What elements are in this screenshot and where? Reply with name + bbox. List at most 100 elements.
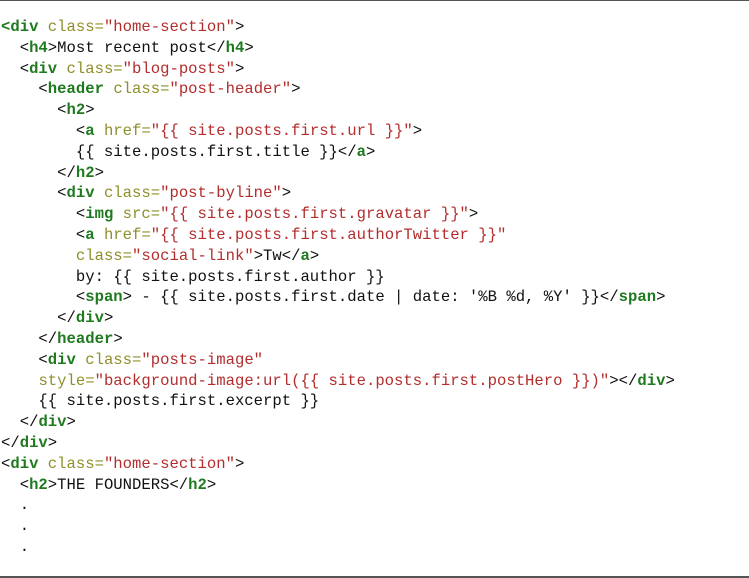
code-token-text: </ [1, 163, 76, 182]
code-line: {{ site.posts.first.excerpt }} [1, 391, 675, 412]
code-line: {{ site.posts.first.title }}</a> [1, 142, 675, 163]
code-token-text: . [1, 496, 30, 515]
code-line: <h2>THE FOUNDERS</h2> [1, 475, 675, 496]
code-token-string: "blog-posts" [122, 59, 235, 78]
code-token-text: > [234, 18, 245, 36]
code-token-tag: div [10, 454, 39, 473]
code-token-text: < [1, 101, 67, 120]
code-token-tag: div [29, 59, 58, 78]
code-token-string: "{{ site.posts.first.url }}" [150, 121, 413, 140]
code-token-text: > [468, 205, 479, 224]
code-token-tag: h4 [225, 38, 245, 57]
code-line: </div> [1, 433, 675, 454]
code-token-text: </ [1, 329, 58, 348]
code-line: <h4>Most recent post</h4> [1, 38, 675, 59]
code-token-attribute: src= [122, 205, 161, 224]
code-line: </div> [1, 308, 675, 329]
code-line: </h2> [1, 163, 675, 184]
code-token-string: "post-header" [169, 80, 292, 99]
code-token-text [95, 226, 104, 244]
code-token-attribute: class= [66, 59, 123, 78]
code-token-text: </ [1, 309, 76, 328]
code-token-text: < [1, 184, 67, 203]
code-token-text: {{ site.posts.first.excerpt }} [1, 392, 320, 411]
code-token-text: < [1, 454, 11, 473]
code-token-text: > [291, 80, 301, 99]
code-line: <header class="post-header"> [1, 79, 675, 100]
code-token-text: {{ site.posts.first.title }}</ [1, 142, 357, 161]
code-token-text: > [365, 142, 376, 161]
code-token-attribute: class= [47, 18, 104, 36]
code-token-string: "social-link" [132, 246, 254, 265]
code-token-text: > - {{ site.posts.first.date | date: '%B… [122, 288, 619, 307]
code-token-tag: <div [1, 18, 39, 36]
code-token-text: </ [1, 433, 20, 452]
code-token-attribute: class= [47, 454, 104, 473]
code-token-tag: a [300, 246, 310, 265]
code-token-text: > [281, 184, 292, 203]
code-token-tag: h2 [188, 475, 207, 494]
code-token-text: . [1, 517, 30, 536]
code-line: class="social-link">Tw</a> [1, 246, 675, 267]
code-token-text: < [1, 121, 86, 140]
code-token-text: > [656, 288, 666, 307]
code-token-text [76, 351, 85, 369]
code-token-text: > [113, 329, 123, 348]
code-line: . [1, 495, 675, 516]
code-token-text: >Most recent post</ [47, 38, 226, 57]
code-token-string: "post-byline" [160, 184, 282, 203]
code-token-text: >THE FOUNDERS</ [47, 475, 189, 494]
code-token-string: "background-image:url({{ site.posts.firs… [94, 371, 610, 390]
code-token-tag: h2 [66, 101, 86, 120]
code-token-attribute: class= [103, 184, 161, 203]
code-token-text: > [94, 163, 104, 182]
code-line: style="background-image:url({{ site.post… [1, 371, 674, 392]
code-token-text: by: {{ site.posts.first.author }} [1, 267, 385, 286]
code-line: <img src="{{ site.posts.first.gravatar }… [1, 204, 675, 225]
code-line: </header> [1, 329, 675, 350]
code-token-text: > [103, 309, 114, 328]
code-token-tag: span [85, 288, 123, 307]
code-token-attribute: class= [85, 350, 142, 369]
code-token-text: >Tw</ [253, 246, 301, 265]
code-token-text: ></ [609, 371, 638, 390]
code-token-tag: header [57, 329, 114, 348]
code-token-tag: a [356, 142, 366, 161]
code-token-tag: h4 [29, 38, 48, 57]
code-token-tag: h2 [75, 163, 95, 182]
code-token-text: < [1, 205, 86, 224]
code-token-tag: a [85, 225, 95, 244]
code-line: . [1, 516, 675, 537]
code-line: <a href="{{ site.posts.first.authorTwitt… [1, 225, 675, 246]
code-token-text: > [234, 454, 245, 473]
code-token-tag: div [19, 433, 48, 452]
code-token-string: "posts-image" [141, 350, 264, 369]
code-token-attribute: href= [103, 225, 151, 244]
code-token-tag: div [75, 309, 104, 328]
code-token-text [38, 455, 47, 473]
code-token-tag: div [38, 413, 67, 432]
code-line: <div class="blog-posts"> [1, 59, 675, 80]
code-token-tag: span [618, 288, 657, 307]
code-token-tag: header [47, 80, 104, 99]
code-line: <div class="posts-image" [1, 350, 675, 371]
code-token-text: < [1, 59, 30, 78]
code-token-text [1, 372, 38, 390]
code-token-attribute: class= [75, 246, 133, 265]
code-token-text: . [1, 537, 30, 556]
code-token-attribute: class= [113, 80, 170, 99]
code-token-text: > [66, 413, 76, 432]
code-line: . [1, 537, 675, 558]
code-line: <div class="home-section"> [1, 17, 675, 38]
code-token-text: > [412, 121, 423, 140]
code-token-attribute: href= [103, 121, 151, 140]
code-token-text: > [47, 433, 58, 452]
code-token-tag: div [47, 350, 76, 369]
code-token-text: > [206, 475, 217, 494]
code-token-text [104, 80, 113, 98]
code-token-text: < [1, 38, 30, 57]
code-token-attribute: style= [38, 371, 95, 390]
code-token-string: "{{ site.posts.first.authorTwitter }}" [150, 225, 507, 244]
code-line: <h2> [1, 100, 675, 121]
